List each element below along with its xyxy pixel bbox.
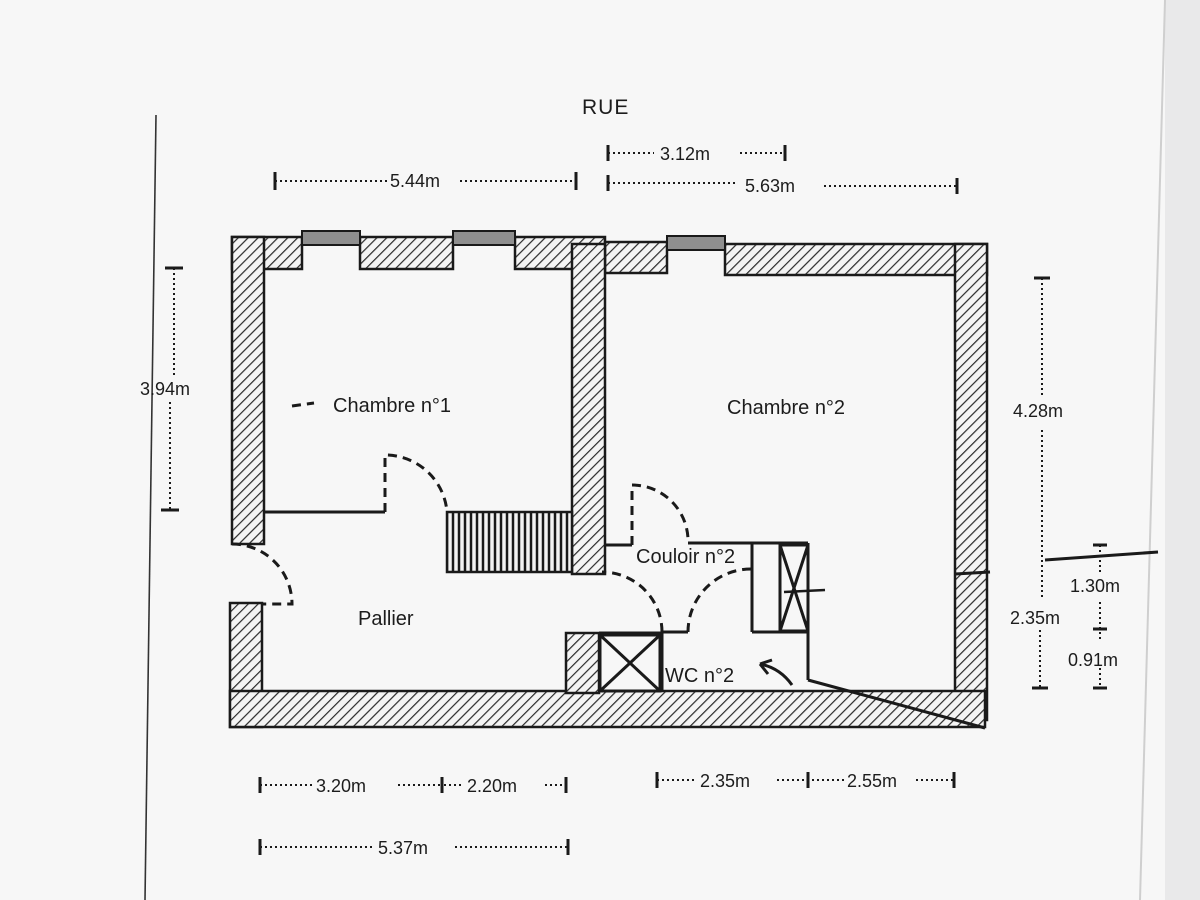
arrow-icon [758, 658, 794, 686]
dim-right-small-upper: 1.30m [1070, 576, 1120, 596]
street-label: RUE [582, 96, 629, 119]
dim-right-small-lower: 0.91m [1068, 650, 1118, 670]
wall-top-4 [603, 240, 669, 275]
dim-right-lower: 2.35m [1010, 608, 1060, 628]
wall-top-5 [723, 242, 989, 277]
dim-top-left-width: 5.44m [390, 171, 440, 191]
window-3 [666, 235, 726, 251]
label-wc-2: WC n°2 [665, 665, 734, 687]
dim-bottom-total: 5.37m [378, 838, 428, 858]
dim-left-height: 3.94m [140, 379, 190, 399]
wall-center [570, 242, 607, 576]
dim-bottom-d: 2.55m [847, 771, 897, 791]
margin-line [144, 114, 157, 900]
paper-edge [1139, 0, 1166, 900]
wall-bottom [228, 689, 987, 729]
wall-top-2 [358, 235, 455, 271]
door-swings [231, 401, 754, 633]
wall-left-upper [230, 235, 266, 546]
label-chambre-2: Chambre n°2 [727, 397, 845, 419]
dim-top-right-width: 5.63m [745, 176, 795, 196]
window-2 [452, 230, 516, 246]
label-chambre-1: Chambre n°1 [333, 395, 451, 417]
cupboards [598, 543, 826, 693]
label-pallier: Pallier [358, 608, 414, 630]
dim-top-right-window: 3.12m [660, 144, 710, 164]
label-couloir-2: Couloir n°2 [636, 546, 735, 568]
wall-wc [564, 631, 601, 695]
staircase [445, 510, 574, 574]
dimension-lines [161, 145, 1107, 855]
windows [301, 230, 726, 251]
dim-bottom-a: 3.20m [316, 776, 366, 796]
walls [228, 235, 989, 729]
wall-right [953, 242, 989, 722]
dim-right-height: 4.28m [1013, 401, 1063, 421]
dim-bottom-c: 2.35m [700, 771, 750, 791]
pen-marks [807, 550, 1159, 730]
dim-bottom-b: 2.20m [467, 776, 517, 796]
window-1 [301, 230, 361, 246]
